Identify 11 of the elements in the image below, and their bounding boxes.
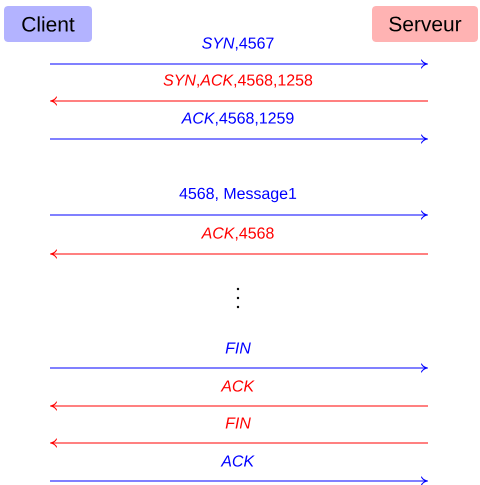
message-label: FIN	[226, 418, 251, 428]
endpoint-box: Serveur	[372, 6, 478, 42]
message-label: ACK,4568	[200, 227, 274, 241]
message-label: SYN,4567	[202, 37, 274, 51]
message-label: ACK,4568,1259	[180, 112, 294, 126]
message-label: SYN,ACK,4568,1258	[164, 74, 312, 88]
message-label: ACK	[220, 380, 255, 392]
message-label: FIN	[226, 342, 251, 354]
message-label: 4568, Message1	[179, 188, 296, 202]
endpoint-box: Client	[4, 6, 92, 42]
message-label: ACK	[220, 455, 255, 467]
